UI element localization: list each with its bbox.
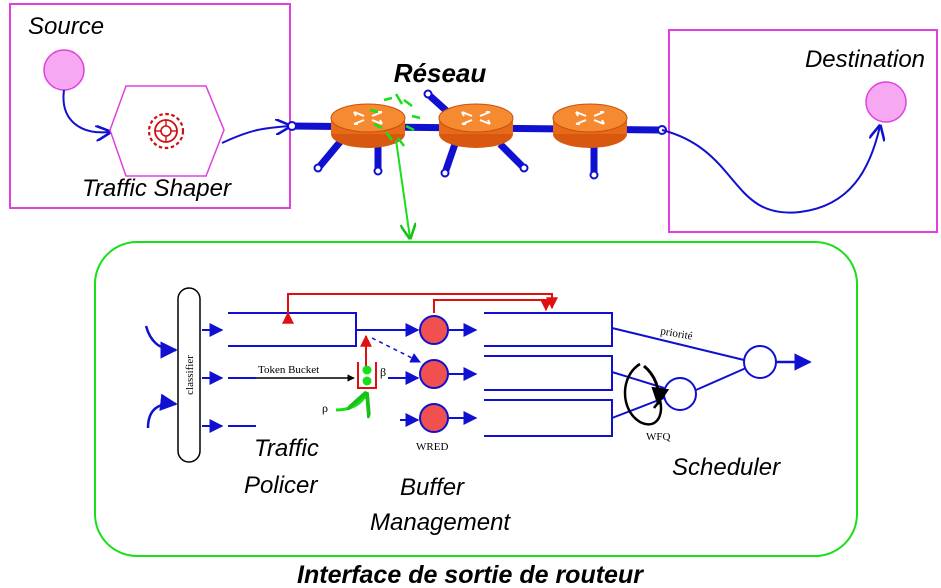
stub-endpoints	[313, 89, 599, 180]
wfq-link	[611, 397, 665, 419]
token	[362, 376, 372, 386]
destination-label: Destination	[805, 46, 925, 73]
router-icon	[438, 103, 514, 149]
network-to-destination-arrow	[661, 126, 880, 214]
source-node	[43, 49, 85, 91]
gear-icon	[147, 112, 185, 150]
destination-node	[865, 81, 907, 123]
wfq-rotation-arrow	[623, 362, 663, 426]
wfq-node	[663, 377, 697, 411]
buffer-management-label-line2: Management	[370, 509, 511, 536]
reseau-label: Réseau	[394, 58, 487, 88]
wfq-link	[611, 371, 665, 389]
interface-box	[94, 241, 858, 557]
red-droppers	[419, 315, 449, 433]
classifier-input-arrow	[144, 325, 178, 359]
classifier-outputs	[202, 323, 224, 433]
rho-label: ρ	[322, 401, 328, 415]
router-highlight	[369, 93, 421, 147]
scheduler-label: Scheduler	[672, 454, 781, 481]
interface-title: Interface de sortie de routeur	[297, 561, 644, 588]
traffic-policer-label-line1: Traffic	[254, 435, 319, 462]
router-icon	[330, 103, 406, 149]
traffic-shaper-box	[109, 85, 225, 177]
link-endpoint	[287, 121, 297, 131]
router-stubs	[317, 93, 598, 172]
priority-node	[743, 345, 777, 379]
wred-label: WRED	[416, 441, 448, 453]
policer-queue	[228, 312, 357, 347]
red-to-queue-arrows	[448, 323, 478, 425]
feedback-line-inner	[433, 299, 552, 313]
wfq-to-priority-link	[695, 367, 747, 391]
wfq-rotation-head	[643, 364, 670, 406]
source-label: Source	[28, 13, 104, 40]
classifier-label: classifier	[184, 355, 196, 395]
beta-label: β	[380, 365, 386, 379]
traffic-policer-label-line2: Policer	[244, 472, 318, 499]
token-bucket-label: Token Bucket	[258, 364, 319, 376]
zoom-arrow	[395, 139, 410, 238]
source-box	[9, 3, 291, 209]
feedback-line	[282, 293, 558, 324]
wfq-label: WFQ	[646, 431, 671, 443]
classifier-input-arrow	[146, 393, 178, 429]
rho-arrow	[335, 394, 366, 410]
traffic-shaper-label: Traffic Shaper	[82, 175, 232, 202]
shaper-to-network-arrow	[221, 126, 290, 144]
source-to-shaper-arrow	[62, 89, 110, 132]
buffer-management-label-line1: Buffer	[400, 474, 465, 501]
router-icon	[552, 103, 628, 149]
priority-link	[611, 327, 745, 361]
priorite-label: priorité	[659, 325, 693, 342]
dashed-arrow	[371, 337, 421, 363]
output-queues	[484, 312, 613, 437]
token	[362, 365, 372, 375]
classifier-box	[177, 287, 201, 463]
